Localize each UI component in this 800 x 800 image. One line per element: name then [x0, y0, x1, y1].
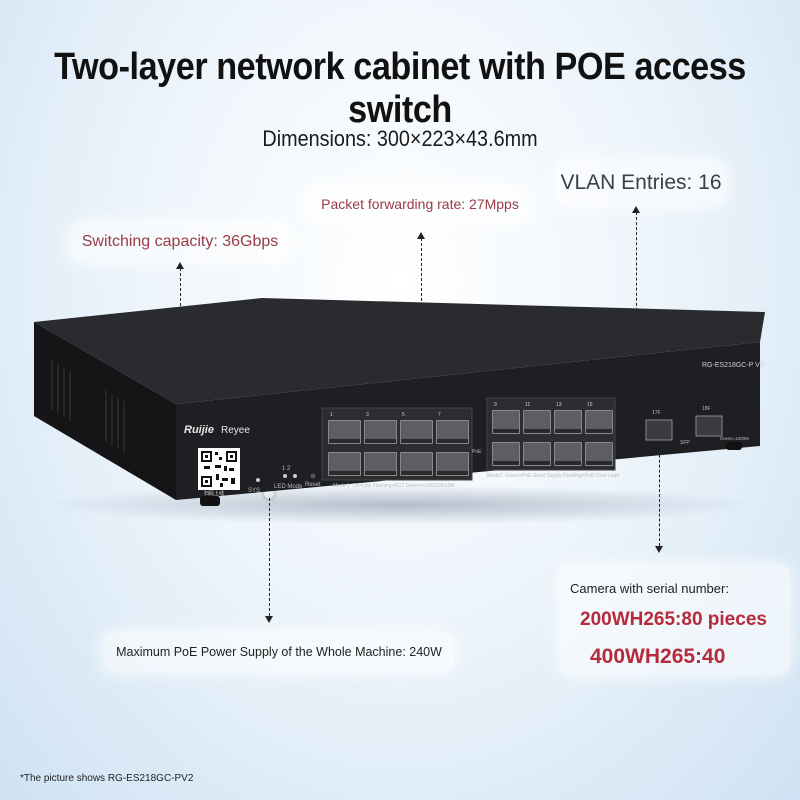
reset-button — [310, 473, 316, 479]
qr-caption: 扫码上线 — [204, 491, 225, 497]
camera-count-400wh: 400WH265:40 — [590, 645, 726, 668]
arrow-down-icon — [265, 616, 273, 623]
mode2-legend: Mode2: Green=PoE Good Supply Flashing=Po… — [487, 473, 620, 479]
rj45-port — [554, 442, 582, 466]
foot — [726, 442, 742, 450]
camera-label: Camera with serial number: — [570, 581, 729, 596]
vlan-callout: VLAN Entries: 16 — [556, 160, 726, 206]
sfp-port-18 — [695, 415, 723, 437]
rj45-port — [585, 442, 613, 466]
leader-line — [636, 212, 637, 326]
led-mode-label: LED Mode — [274, 484, 303, 490]
rj45-port — [523, 410, 551, 434]
arrow-up-icon — [417, 232, 425, 239]
sfp-port-17 — [645, 419, 673, 441]
sfp-tag: SFP — [680, 440, 690, 446]
rj45-port — [492, 410, 520, 434]
ports-group-9-16: 9 11 13 15 — [490, 402, 614, 468]
mode1-legend: Mode 1: On=Link Flashing=ACT Green=1000/… — [333, 483, 455, 489]
port-number-label: 9 — [494, 402, 497, 408]
marker-dot — [264, 489, 274, 499]
brand-name: Ruijie — [184, 424, 214, 436]
led-mode-2 — [293, 474, 297, 478]
leader-line — [659, 450, 660, 546]
poe-power-callout: Maximum PoE Power Supply of the Whole Ma… — [104, 632, 454, 672]
rj45-port — [400, 420, 433, 444]
switch-top-face — [34, 298, 765, 404]
switching-capacity-callout: Switching capacity: 36Gbps — [70, 222, 290, 262]
arrow-up-icon — [176, 262, 184, 269]
packet-forwarding-callout: Packet forwarding rate: 27Mpps — [306, 186, 534, 222]
port-number-label: 7 — [438, 412, 441, 418]
poe-tag: PoE — [472, 449, 482, 455]
rj45-port — [492, 442, 520, 466]
port-number-label: 15 — [587, 402, 593, 408]
port-number-label: 1 — [330, 412, 333, 418]
rj45-port — [328, 420, 361, 444]
rj45-port — [585, 410, 613, 434]
qr-code — [198, 448, 240, 490]
camera-callout: Camera with serial number: 200WH265:80 p… — [560, 565, 790, 675]
rj45-port — [400, 452, 433, 476]
model-label: RG-ES218GC-P V2 — [702, 362, 764, 369]
leader-line — [180, 268, 181, 326]
foot — [200, 496, 220, 506]
rj45-port — [328, 452, 361, 476]
leader-line — [269, 498, 270, 616]
port-number-label: 5 — [402, 412, 405, 418]
port-number-label: 3 — [366, 412, 369, 418]
reset-label: Reset — [305, 482, 321, 488]
rj45-port — [364, 420, 397, 444]
sfp-speed-legend: Green=1000M — [720, 436, 749, 441]
rj45-port — [436, 420, 469, 444]
rj45-port — [364, 452, 397, 476]
rj45-port — [554, 410, 582, 434]
page-title: Two-layer network cabinet with POE acces… — [54, 46, 746, 131]
switch-left-face — [34, 322, 176, 500]
sub-brand-name: Reyee — [221, 425, 250, 436]
camera-count-200wh: 200WH265:80 pieces — [580, 609, 767, 630]
dimensions-label: Dimensions: 300×223×43.6mm — [262, 126, 538, 151]
sys-label: SYS — [248, 488, 261, 494]
led-mode-numbers: 1 2 — [282, 466, 291, 472]
rj45-port — [523, 442, 551, 466]
led-mode-1 — [283, 474, 287, 478]
sfp-18-label: 18F — [702, 406, 711, 412]
port-number-label: 13 — [556, 402, 562, 408]
rj45-port — [436, 452, 469, 476]
side-vents — [51, 360, 125, 453]
leader-line — [421, 238, 422, 326]
sfp-17-label: 17F — [652, 410, 661, 416]
arrow-down-icon — [655, 546, 663, 553]
brand-logo: Ruijie Reyee — [184, 424, 250, 436]
arrow-up-icon — [632, 206, 640, 213]
port-number-label: 11 — [525, 402, 531, 408]
sys-led — [256, 478, 260, 482]
ports-group-1-8: 1 3 5 7 — [326, 412, 470, 478]
device-shadow — [40, 485, 760, 525]
footnote: *The picture shows RG-ES218GC-PV2 — [20, 773, 194, 784]
